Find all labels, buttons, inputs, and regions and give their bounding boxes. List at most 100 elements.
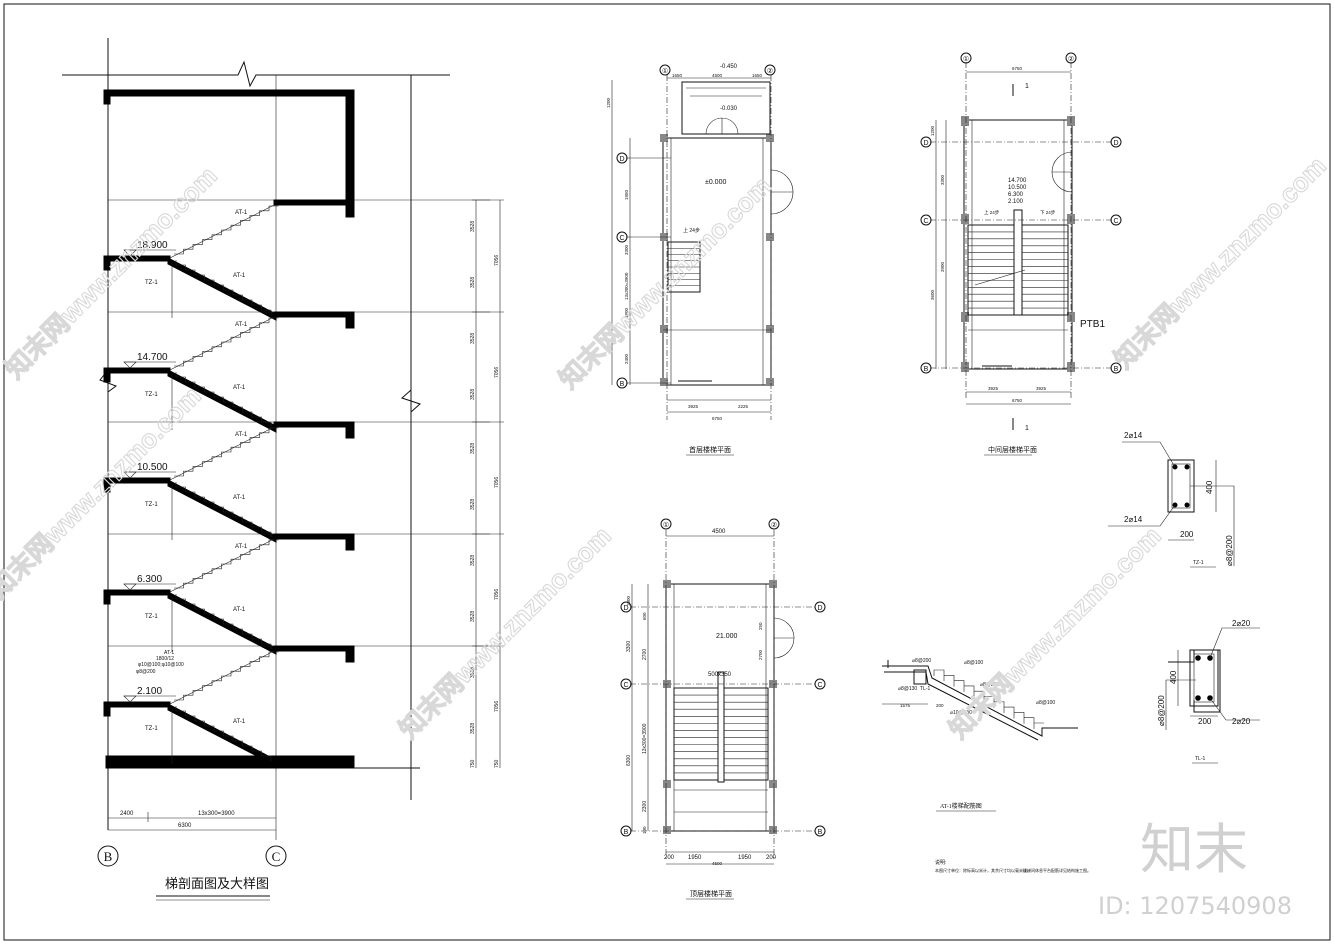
tl-width: 200 [1198, 717, 1212, 726]
right-dim-full: 7056 [494, 589, 500, 600]
mid-plan-caption: 中间层楼梯平面 [988, 445, 1037, 454]
m-down-note: 下 24步 [1040, 210, 1056, 216]
at-label-6: TL-1 [920, 686, 931, 692]
axis-label-c: C [272, 849, 281, 864]
at-label-upper: AT-1 [235, 322, 248, 328]
ground-plan-caption: 首层楼梯平面 [689, 445, 731, 454]
at-dim-1: 1575 [900, 703, 911, 708]
m-bubble-1 [960, 52, 972, 64]
first-flight-note: 1800/12 [156, 656, 174, 662]
watermark-4: 知末网www.znzmo.com [393, 520, 617, 744]
elev-marker-triangle [123, 583, 137, 591]
at-label-1: ⌀8@200 [912, 658, 931, 664]
t-note: 500x350 [708, 672, 732, 678]
dim-2400: 2400 [120, 811, 134, 817]
g-bubble-d [616, 152, 628, 164]
flight-slab-upper [169, 537, 277, 593]
m-bubble-d-r-text: D [1113, 140, 1118, 147]
t-dim-side-3: 2700 [642, 649, 648, 660]
m-bubble-2 [1065, 52, 1077, 64]
floor-slab [273, 421, 355, 428]
m-bubble-d-r [1110, 136, 1122, 148]
middle-floor-plan: ① ② D D C C B B 1 1 14.700 10.500 6.300 … [920, 52, 1122, 456]
watermark-3: 知末网www.znzmo.com [553, 170, 777, 394]
dim-tread: 13x300=3900 [198, 811, 235, 817]
t-bubble-2-text: ② [771, 521, 777, 529]
watermark-6: 知末网www.znzmo.com [943, 520, 1167, 744]
flight-steps-lower [175, 482, 272, 537]
mid-door [1051, 151, 1073, 193]
g-dim-side-5: 13x300=3900 [624, 272, 629, 300]
flight-steps-upper [174, 427, 279, 477]
at-label-5: ⌀8@130 [898, 686, 917, 692]
floor-beam [345, 421, 355, 439]
m-dim-side-3: 3900 [940, 261, 945, 272]
tz-stirrup [1171, 463, 1191, 509]
flight-slab-lower [167, 591, 277, 655]
flight-steps-lower [175, 260, 272, 315]
roof-slab [105, 89, 355, 97]
t-bubble-b-l [620, 825, 632, 837]
stair-section-view: 18.900TZ-1AT-1AT-114.700TZ-1AT-1AT-110.5… [62, 38, 504, 901]
flight-steps-upper [174, 317, 279, 367]
flight-steps-lower [175, 706, 272, 761]
tl-leader-top [1209, 627, 1260, 659]
t-bubble-d-l [620, 601, 632, 613]
top-flight-right [723, 687, 769, 781]
tl-height: 400 [1169, 670, 1178, 684]
m-dim-bot-1: 3925 [988, 386, 999, 391]
tl-stirrup-label: ⌀8@200 [1157, 695, 1166, 726]
t-col-6 [769, 780, 777, 788]
g-bubble-2-text: ② [767, 67, 773, 75]
m-bubble-b-r [1110, 362, 1122, 374]
axis-bubble-c [265, 845, 287, 867]
tz-leader-bottom [1108, 504, 1176, 527]
tl1-section-detail: 2⌀20 2⌀20 400 200 ⌀8@200 TL-1 [1157, 619, 1260, 764]
landing-edge [103, 367, 111, 383]
m-col-3 [961, 214, 969, 224]
landing-edge [103, 255, 111, 271]
m-bubble-c-l-text: C [923, 218, 928, 225]
t-bubble-c-r [814, 678, 826, 690]
tl-leader-stirrup [1165, 679, 1196, 730]
t-bubble-2 [768, 518, 780, 530]
right-dim-half: 3528 [470, 555, 476, 566]
flight-steps-upper [174, 651, 279, 701]
right-dim-half: 3528 [470, 389, 476, 400]
ground-floor-plan: ① ② D C B -0.450 -0.030 ±0.000 上 24步 165… [606, 64, 794, 456]
flight-steps-upper [174, 539, 279, 589]
g-dim-bot-2: 2225 [738, 404, 749, 409]
top-plan-outline [665, 583, 775, 832]
level-elevation: 18.900 [137, 240, 168, 251]
section-title: 梯剖面图及大样图 [165, 876, 269, 891]
tl-bottom: 2⌀20 [1232, 717, 1251, 726]
tz-height: 400 [1205, 480, 1214, 494]
tl-caption: TL-1 [1195, 756, 1206, 762]
top-flight-left [673, 687, 719, 781]
m-dim-bot-2: 3925 [1036, 386, 1047, 391]
mid-well [1013, 209, 1023, 316]
right-dim-full: 7056 [494, 255, 500, 266]
tl-leader-bottom [1209, 697, 1260, 721]
t-col-7 [663, 826, 671, 834]
at-beam [913, 669, 927, 685]
col-8 [766, 378, 774, 386]
at-label-lower: AT-1 [233, 607, 246, 613]
at-dim-2: 200 [936, 703, 944, 708]
flight-steps-upper [174, 205, 279, 255]
m-up-note: 上 24步 [984, 209, 1000, 216]
g-bubble-b-text: B [620, 381, 625, 388]
landing-slab [105, 701, 171, 708]
axis-label-b: B [104, 849, 113, 864]
m-dim-top: 6750 [1012, 66, 1023, 71]
top-plan-caption: 顶层楼梯平面 [690, 889, 732, 898]
floor-slab [273, 645, 355, 652]
m-col-7 [961, 362, 969, 372]
t-dim-side-1: 1000 [626, 595, 631, 606]
floor-beam [345, 199, 355, 217]
mid-break-line [974, 269, 1026, 286]
t-dim-side-2: 600 [642, 612, 647, 620]
mid-flight-right [1021, 224, 1069, 316]
g-bubble-2 [764, 64, 776, 76]
g-dim-side-2: 1950 [624, 189, 629, 200]
